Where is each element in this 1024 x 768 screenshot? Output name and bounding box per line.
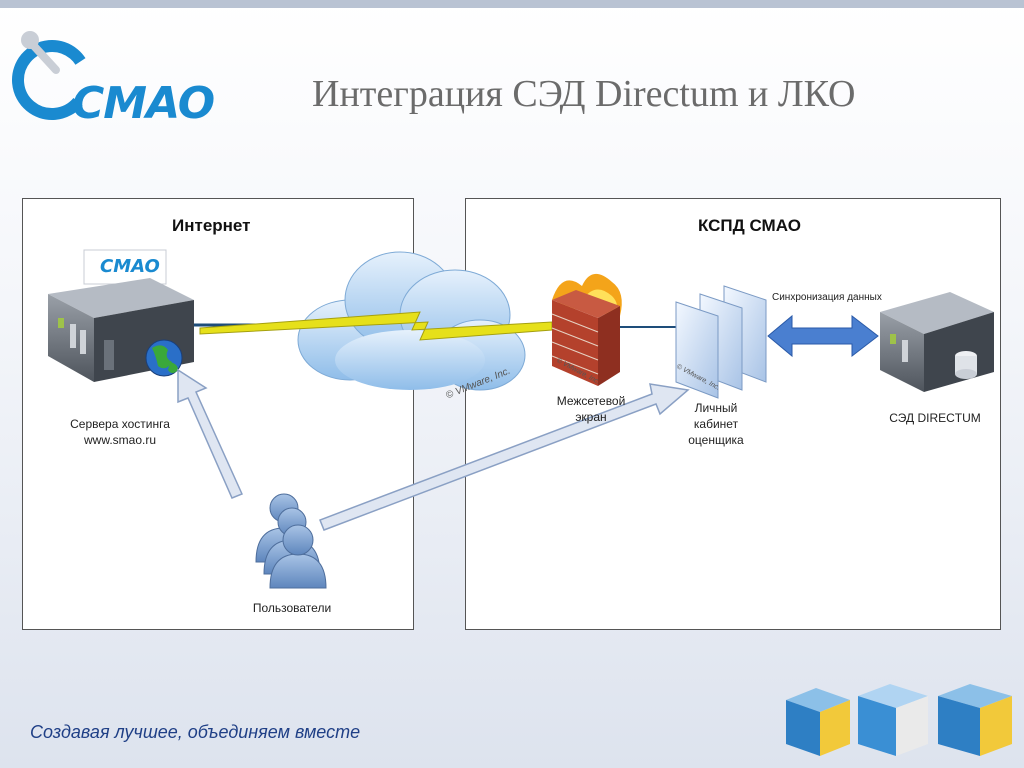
window-stack-icon: [675, 285, 767, 399]
logo-text: CMAO: [72, 78, 215, 129]
sed-label: СЭД DIRECTUM: [889, 411, 981, 425]
hosting-logo: CMAO: [100, 256, 160, 277]
internet-title: Интернет: [172, 216, 251, 235]
slogan: Создавая лучшее, объединяем вместе: [30, 722, 361, 742]
cube-icon: [786, 688, 850, 756]
page-title: Интеграция СЭД Directum и ЛКО: [312, 73, 856, 115]
cabinet-label: Личный кабинет оценщика: [688, 401, 744, 447]
kspd-panel: [465, 198, 1001, 630]
hosting-label: Сервера хостинга www.smao.ru: [70, 417, 170, 447]
kspd-title: КСПД СМАО: [698, 216, 801, 235]
globe-icon: [145, 339, 183, 377]
firewall-label: Межсетевой экран: [556, 394, 626, 424]
top-bar: [0, 0, 1024, 8]
users-label: Пользователи: [252, 601, 332, 615]
sync-arrow: [767, 314, 879, 358]
arrow-to-hosting: [177, 368, 244, 499]
cube-icon: [938, 684, 1012, 756]
internet-panel: [22, 198, 414, 630]
database-server-icon: [880, 292, 994, 392]
firewall-icon: [551, 273, 622, 386]
users-icon: [255, 493, 327, 589]
arrow-to-cabinet: [319, 383, 690, 531]
smao-logo: CMAO: [12, 20, 222, 130]
logo-ring-icon: [12, 31, 92, 120]
cube-icon: [858, 684, 928, 756]
sync-label: Синхронизация данных: [772, 292, 882, 303]
